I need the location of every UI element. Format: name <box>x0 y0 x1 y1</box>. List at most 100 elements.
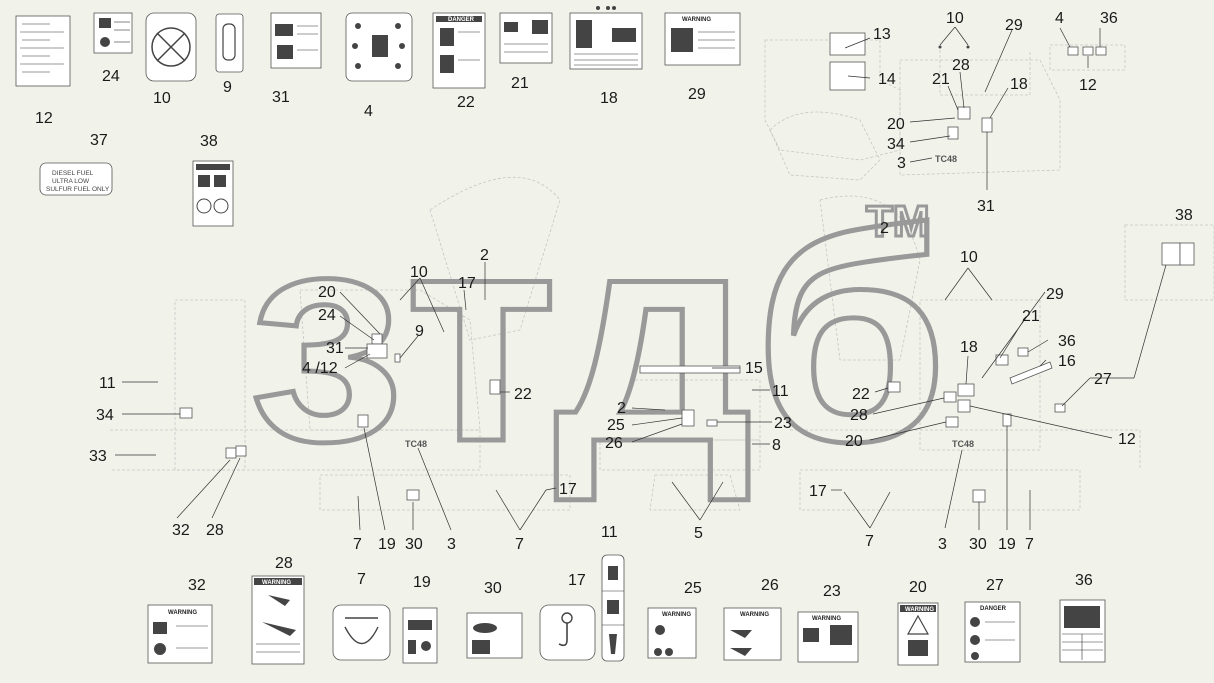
callout-20-right: 20 <box>845 433 863 450</box>
decal-32: WARNING <box>147 604 213 664</box>
callout-4: 4 <box>364 103 373 120</box>
decal-28: WARNING <box>251 575 305 665</box>
watermark: зтдб TM <box>246 166 951 507</box>
top-right-decals <box>829 32 1195 266</box>
decal-4 <box>345 12 413 82</box>
callout-4-12: 4 /12 <box>302 360 338 377</box>
callout-18-right: 18 <box>960 339 978 356</box>
decal-26-warning: WARNING <box>740 612 769 618</box>
decal-31 <box>270 12 322 69</box>
callout-20-left: 20 <box>318 284 336 301</box>
callout-7-left-a: 7 <box>353 536 362 553</box>
callout-19-left: 19 <box>378 536 396 553</box>
callout-11-left: 11 <box>99 375 116 392</box>
callout-18-tr: 18 <box>1010 76 1028 93</box>
decal-29: WARNING <box>664 12 741 66</box>
callout-30-left: 30 <box>405 536 423 553</box>
callout-26-bottom: 26 <box>761 577 779 594</box>
callout-36-right: 36 <box>1058 333 1076 350</box>
callout-17-right: 17 <box>809 483 827 500</box>
callout-30-bottom: 30 <box>484 580 502 597</box>
callout-27-bottom: 27 <box>986 577 1004 594</box>
callout-28-tr: 28 <box>952 57 970 74</box>
model-badge-top: TC48 <box>935 154 957 164</box>
callout-38-tr: 38 <box>1175 207 1193 224</box>
callout-31-left: 31 <box>326 340 344 357</box>
decal-22: DANGER <box>432 12 486 89</box>
callout-32-left: 32 <box>172 522 190 539</box>
callout-18: 18 <box>600 90 618 107</box>
decal-12 <box>15 15 71 87</box>
callout-23-mid: 23 <box>774 415 792 432</box>
callout-12-right: 12 <box>1118 431 1136 448</box>
decal-11 <box>601 554 625 662</box>
decal-22-danger: DANGER <box>448 17 475 23</box>
model-badge-right: TC48 <box>952 439 974 449</box>
model-badges: TC48 TC48 TC48 <box>405 154 974 449</box>
callout-29-right: 29 <box>1046 286 1064 303</box>
callout-10: 10 <box>153 90 171 107</box>
callout-36-tr: 36 <box>1100 10 1118 27</box>
callout-14: 14 <box>878 71 896 88</box>
callout-22: 22 <box>457 94 475 111</box>
decal-7 <box>332 604 391 661</box>
callout-29-tr: 29 <box>1005 17 1023 34</box>
decal-18 <box>569 6 643 70</box>
decal-28-warning: WARNING <box>262 580 291 586</box>
fuel-line-2: ULTRA LOW <box>52 178 90 185</box>
callout-7-bottom: 7 <box>357 571 366 588</box>
decal-10 <box>145 12 197 82</box>
callout-13: 13 <box>873 26 891 43</box>
callout-7-left-b: 7 <box>515 536 524 553</box>
callout-numbers: 12 24 10 9 31 4 22 21 18 29 37 38 10 29 … <box>35 10 1193 600</box>
callout-4-tr: 4 <box>1055 10 1064 27</box>
callout-17-bottom: 17 <box>568 572 586 589</box>
callout-29: 29 <box>688 86 706 103</box>
callout-34-left: 34 <box>96 407 114 424</box>
decal-32-warning: WARNING <box>168 610 197 616</box>
decal-36 <box>1059 599 1106 663</box>
callout-26-mid: 26 <box>605 435 623 452</box>
callout-9-left: 9 <box>415 323 424 340</box>
decal-27-danger: DANGER <box>980 606 1007 612</box>
callout-31-tr: 31 <box>977 198 995 215</box>
callout-23-bottom: 23 <box>823 583 841 600</box>
callout-9: 9 <box>223 79 232 96</box>
machine-outlines <box>110 39 1214 511</box>
callout-2-right: 2 <box>880 220 889 237</box>
leader-lines <box>115 26 1167 531</box>
fuel-line-1: DIESEL FUEL <box>52 170 94 177</box>
decal-26: WARNING <box>723 607 782 661</box>
callout-20-tr: 20 <box>887 116 905 133</box>
decal-23-warning: WARNING <box>812 616 841 622</box>
callout-11-mid: 11 <box>772 383 789 400</box>
decal-20-warning: WARNING <box>905 607 934 613</box>
decal-17 <box>539 604 596 661</box>
callout-2-left: 2 <box>480 247 489 264</box>
callout-33: 33 <box>89 448 107 465</box>
callout-19-right: 19 <box>998 536 1016 553</box>
callout-10-left: 10 <box>410 264 428 281</box>
decal-19 <box>402 607 438 664</box>
callout-15: 15 <box>745 360 763 377</box>
decal-38 <box>192 160 234 227</box>
callout-16: 16 <box>1058 353 1076 370</box>
callout-3-right: 3 <box>938 536 947 553</box>
callout-10-right: 10 <box>960 249 978 266</box>
decal-24 <box>93 12 133 54</box>
callout-21-right: 21 <box>1022 308 1040 325</box>
callout-7-right-a: 7 <box>865 533 874 550</box>
decal-25-warning: WARNING <box>662 612 691 618</box>
decal-25: WARNING <box>647 607 697 659</box>
callout-37: 37 <box>90 132 108 149</box>
callout-8: 8 <box>772 437 781 454</box>
callout-32-bottom: 32 <box>188 577 206 594</box>
callout-25-bottom: 25 <box>684 580 702 597</box>
fuel-line-3: SULFUR FUEL ONLY <box>46 186 110 193</box>
callout-20-bottom: 20 <box>909 579 927 596</box>
callout-27-right: 27 <box>1094 371 1112 388</box>
callout-22-right: 22 <box>852 386 870 403</box>
trademark-text: TM <box>866 197 930 246</box>
callout-28-left: 28 <box>206 522 224 539</box>
callout-21-tr: 21 <box>932 71 950 88</box>
